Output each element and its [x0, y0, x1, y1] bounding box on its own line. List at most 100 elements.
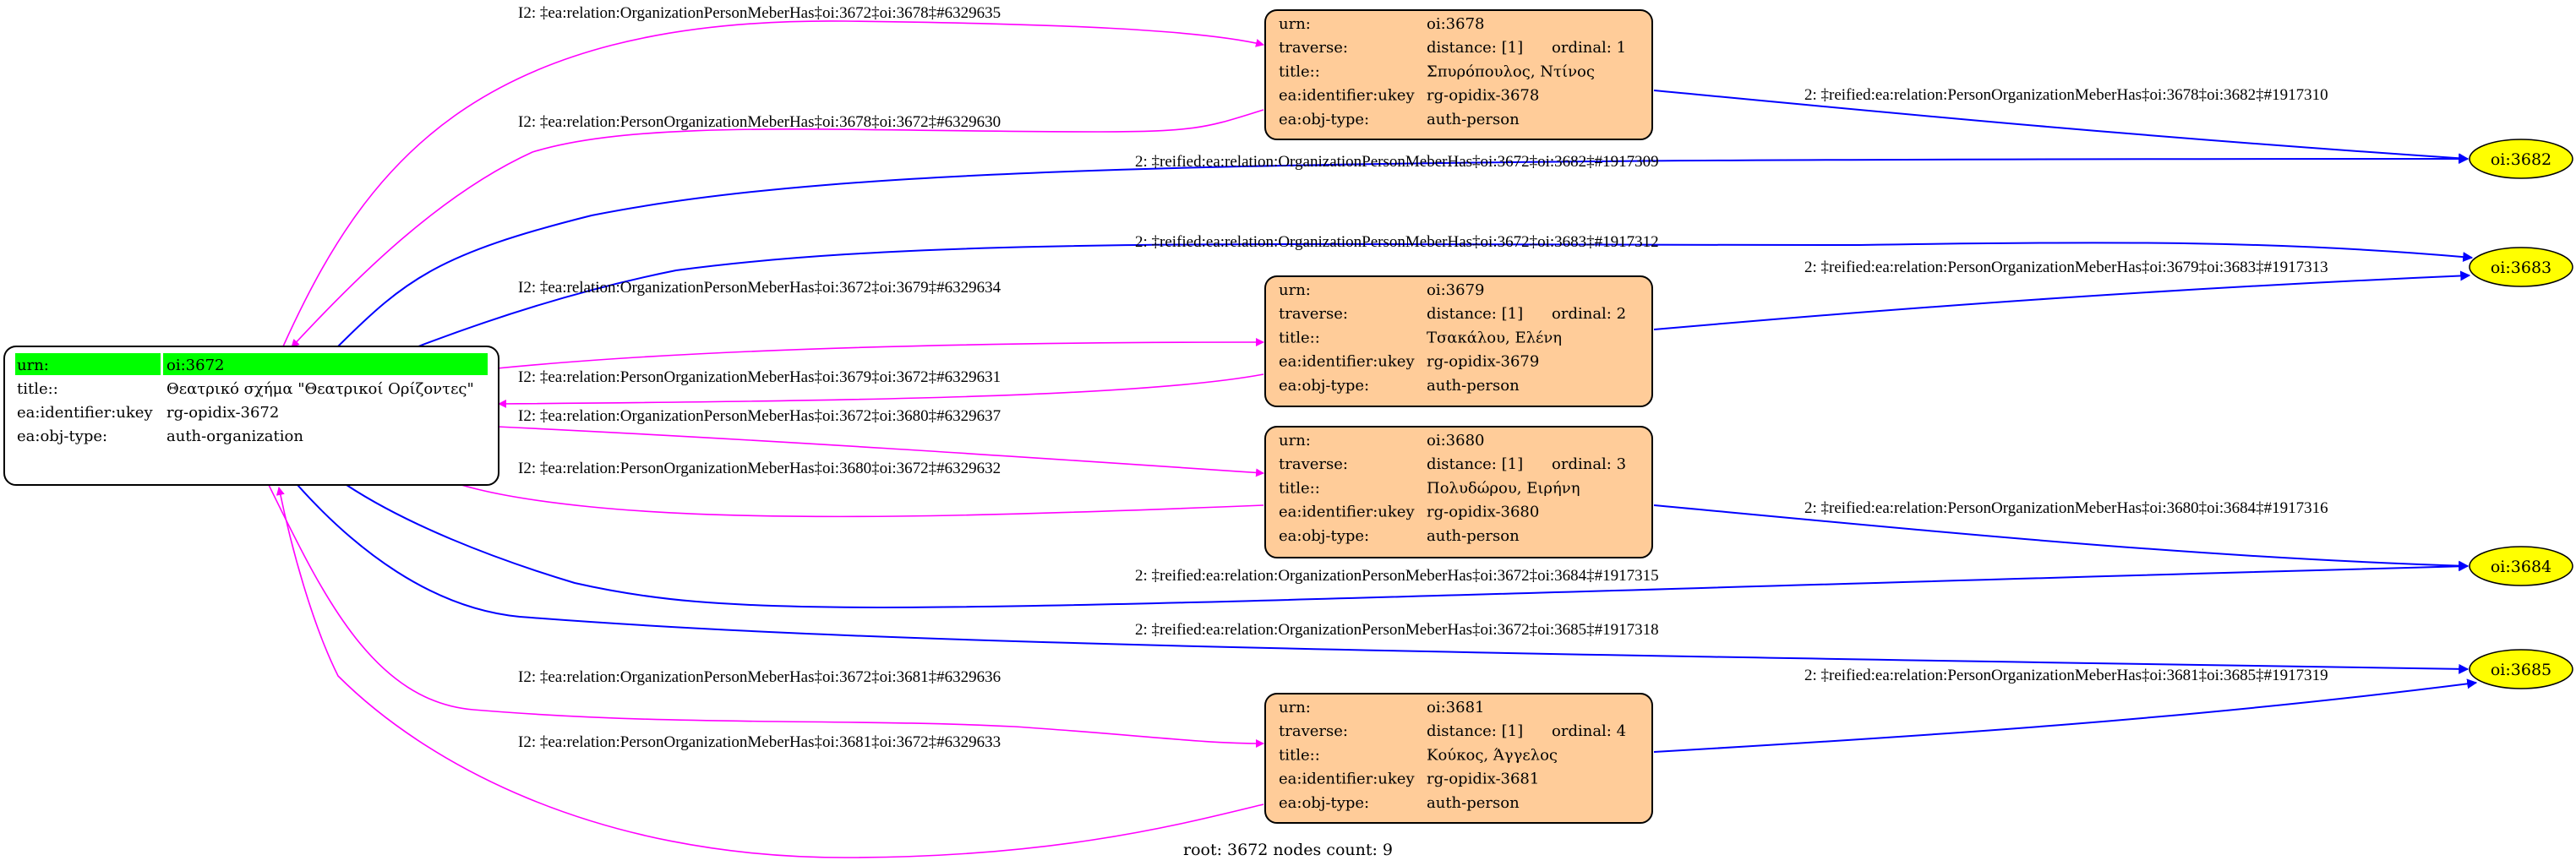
- leaf-node-oi-3684[interactable]: oi:3684: [2469, 546, 2573, 586]
- person-row-key: title::: [1279, 479, 1320, 497]
- person-row-value: oi:3679: [1427, 281, 1484, 299]
- root-row-value: auth-organization: [166, 428, 303, 445]
- person-row-value: distance: [1]: [1427, 39, 1523, 57]
- edge-label: 2: ‡reified:ea:relation:PersonOrganizati…: [1804, 499, 2328, 517]
- edge-label: I2: ‡ea:relation:PersonOrganizationMeber…: [518, 733, 1001, 751]
- person-row-key: traverse:: [1279, 722, 1348, 740]
- edge-oi-3672-to-oi-3680: [496, 426, 1264, 477]
- edge-oi-3679-to-oi-3672: [498, 373, 1264, 408]
- root-row-key: ea:obj-type:: [17, 428, 107, 445]
- person-row-key: urn:: [1279, 699, 1311, 716]
- root-row-key: urn:: [17, 357, 49, 374]
- edge-oi-3672-to-oi-3681: [268, 484, 1264, 748]
- person-row-value: distance: [1]: [1427, 455, 1523, 473]
- edges-layer: [268, 20, 2478, 858]
- person-row-key: ea:identifier:ukey: [1279, 504, 1415, 521]
- person-row-ordinal: ordinal: 2: [1552, 305, 1626, 323]
- person-row-key: ea:identifier:ukey: [1279, 771, 1415, 788]
- person-row-value: auth-person: [1427, 377, 1520, 395]
- edge-label: I2: ‡ea:relation:OrganizationPersonMeber…: [518, 279, 1001, 297]
- edge-label: 2: ‡reified:ea:relation:OrganizationPers…: [1135, 621, 1659, 639]
- person-row-ordinal: ordinal: 4: [1552, 722, 1626, 740]
- edge-label: 2: ‡reified:ea:relation:OrganizationPers…: [1135, 153, 1659, 171]
- root-row-value: oi:3672: [166, 357, 224, 374]
- edge-oi-3681-to-oi-3685: [1653, 678, 2478, 753]
- person-row-key: ea:identifier:ukey: [1279, 353, 1415, 371]
- footer-summary: root: 3672 nodes count: 9: [1183, 841, 1393, 859]
- person-row-key: urn:: [1279, 281, 1311, 299]
- edge-label: 2: ‡reified:ea:relation:PersonOrganizati…: [1804, 86, 2328, 104]
- person-node-oi-3679[interactable]: urn: oi:3679 traverse: distance: [1] ordinal…: [1264, 275, 1653, 407]
- edge-label: I2: ‡ea:relation:PersonOrganizationMeber…: [518, 460, 1001, 477]
- edge-oi-3679-to-oi-3683: [1653, 270, 2471, 330]
- person-row-value: oi:3678: [1427, 15, 1484, 33]
- edge-oi-3672-to-oi-3682: [337, 154, 2470, 347]
- edge-label: 2: ‡reified:ea:relation:OrganizationPers…: [1135, 567, 1659, 585]
- root-row-key: ea:identifier:ukey: [17, 404, 153, 422]
- person-row-value: oi:3680: [1427, 432, 1484, 449]
- person-row-ordinal: ordinal: 3: [1552, 455, 1626, 473]
- edge-oi-3678-to-oi-3682: [1653, 90, 2470, 164]
- edge-oi-3672-to-oi-3683: [418, 242, 2474, 347]
- person-row-key: ea:obj-type:: [1279, 377, 1369, 395]
- edge-oi-3672-to-oi-3685: [297, 484, 2470, 674]
- root-urn-value-highlight: [163, 353, 488, 375]
- leaf-node-oi-3683[interactable]: oi:3683: [2469, 247, 2573, 287]
- root-urn-key-highlight: [15, 353, 161, 375]
- person-row-value: distance: [1]: [1427, 305, 1523, 323]
- leaf-node-label: oi:3685: [2491, 661, 2551, 679]
- person-row-value: rg-opidix-3681: [1427, 771, 1539, 788]
- person-row-key: ea:obj-type:: [1279, 794, 1369, 812]
- edge-oi-3680-to-oi-3672: [396, 455, 1264, 518]
- leaf-node-oi-3685[interactable]: oi:3685: [2469, 649, 2573, 689]
- edge-oi-3672-to-oi-3679: [496, 338, 1264, 369]
- edge-label: I2: ‡ea:relation:OrganizationPersonMeber…: [518, 407, 1001, 425]
- edge-label: 2: ‡reified:ea:relation:PersonOrganizati…: [1804, 667, 2328, 684]
- edge-oi-3672-to-oi-3684: [346, 484, 2470, 608]
- person-row-key: traverse:: [1279, 39, 1348, 57]
- person-row-ordinal: ordinal: 1: [1552, 39, 1626, 57]
- person-row-key: traverse:: [1279, 305, 1348, 323]
- person-row-key: ea:identifier:ukey: [1279, 87, 1415, 105]
- edge-label: I2: ‡ea:relation:OrganizationPersonMeber…: [518, 4, 1001, 22]
- person-row-value: Τσακάλου, Ελένη: [1427, 329, 1562, 346]
- person-row-value: auth-person: [1427, 794, 1520, 812]
- edge-oi-3681-to-oi-3672: [276, 487, 1264, 858]
- person-row-key: title::: [1279, 63, 1320, 80]
- person-row-value: Κούκος, Άγγελος: [1427, 746, 1558, 764]
- person-row-key: ea:obj-type:: [1279, 111, 1369, 128]
- person-row-key: ea:obj-type:: [1279, 527, 1369, 545]
- edge-label: I2: ‡ea:relation:PersonOrganizationMeber…: [518, 368, 1001, 386]
- person-row-value: auth-person: [1427, 527, 1520, 545]
- person-row-key: traverse:: [1279, 455, 1348, 473]
- person-row-value: rg-opidix-3680: [1427, 504, 1539, 521]
- leaf-node-label: oi:3684: [2491, 558, 2551, 576]
- edge-oi-3678-to-oi-3672: [291, 109, 1264, 348]
- leaf-node-oi-3682[interactable]: oi:3682: [2469, 139, 2573, 179]
- person-row-key: urn:: [1279, 432, 1311, 449]
- person-node-oi-3681[interactable]: urn: oi:3681 traverse: distance: [1] ordinal…: [1264, 693, 1653, 824]
- edge-label: 2: ‡reified:ea:relation:PersonOrganizati…: [1804, 259, 2328, 276]
- edge-label: I2: ‡ea:relation:OrganizationPersonMeber…: [518, 668, 1001, 686]
- person-row-value: Σπυρόπουλος, Ντίνος: [1427, 63, 1595, 80]
- person-row-value: auth-person: [1427, 111, 1520, 128]
- person-row-value: oi:3681: [1427, 699, 1484, 716]
- edge-label: 2: ‡reified:ea:relation:OrganizationPers…: [1135, 233, 1659, 251]
- person-row-key: title::: [1279, 746, 1320, 764]
- edge-oi-3672-to-oi-3678: [282, 20, 1264, 347]
- root-row-value: Θεατρικό σχήμα "Θεατρικοί Ορίζοντες": [166, 380, 474, 398]
- person-row-key: title::: [1279, 329, 1320, 346]
- edge-oi-3680-to-oi-3684: [1653, 504, 2470, 571]
- person-row-value: rg-opidix-3678: [1427, 87, 1539, 105]
- person-row-value: Πολυδώρου, Ειρήνη: [1427, 479, 1580, 497]
- person-node-oi-3680[interactable]: urn: oi:3680 traverse: distance: [1] ordinal…: [1264, 426, 1653, 558]
- person-row-value: rg-opidix-3679: [1427, 353, 1539, 371]
- root-row-key: title::: [17, 380, 58, 398]
- edge-label: I2: ‡ea:relation:PersonOrganizationMeber…: [518, 113, 1001, 131]
- person-row-value: distance: [1]: [1427, 722, 1523, 740]
- edge-labels-layer: I2: ‡ea:relation:OrganizationPersonMeber…: [518, 4, 2328, 751]
